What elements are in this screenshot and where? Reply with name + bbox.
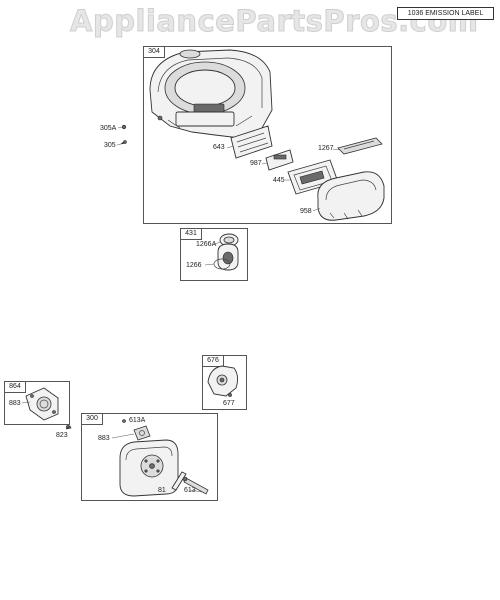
blower-housing-part[interactable] xyxy=(149,49,273,139)
plate-1267-part[interactable] xyxy=(337,137,383,155)
flange-864-part[interactable] xyxy=(25,387,59,421)
gasket-883-part[interactable] xyxy=(133,425,151,441)
group-number-300[interactable]: 300 xyxy=(82,414,103,425)
group-box-431: 431 xyxy=(180,228,248,281)
callout-643[interactable]: 643 xyxy=(213,144,225,151)
bolt-613-part[interactable] xyxy=(182,476,209,495)
bracket-81-part[interactable] xyxy=(171,471,187,491)
group-box-864: 864 xyxy=(4,381,70,425)
screw-613a-part[interactable] xyxy=(122,419,126,423)
callout-305a[interactable]: 305A xyxy=(100,125,117,132)
muffler-300-part[interactable] xyxy=(119,439,179,497)
guard-643-part[interactable] xyxy=(230,125,273,159)
emission-label-box[interactable]: 1036 EMISSION LABEL xyxy=(397,7,494,20)
group-number-676[interactable]: 676 xyxy=(203,356,224,367)
callout-883-b[interactable]: 883 xyxy=(98,435,110,442)
callout-823[interactable]: 823 xyxy=(56,432,68,439)
callout-613[interactable]: 613 xyxy=(184,487,196,494)
cover-676-part[interactable] xyxy=(207,365,239,397)
group-box-676: 676 xyxy=(202,355,247,410)
callout-613a[interactable]: 613A xyxy=(129,417,146,424)
group-number-431[interactable]: 431 xyxy=(181,229,202,240)
callout-1267[interactable]: 1267 xyxy=(318,145,334,152)
group-box-300: 300 xyxy=(81,413,218,501)
callout-883-a[interactable]: 883 xyxy=(9,400,21,407)
callout-1266a[interactable]: 1266A xyxy=(196,241,217,248)
cover-958-part[interactable] xyxy=(317,171,385,221)
group-number-864[interactable]: 864 xyxy=(5,382,26,393)
callout-81[interactable]: 81 xyxy=(158,487,166,494)
ring-431-part[interactable] xyxy=(213,233,239,271)
screw-305-part[interactable] xyxy=(120,140,127,145)
screw-823-part[interactable] xyxy=(65,425,72,430)
callout-958[interactable]: 958 xyxy=(300,208,312,215)
callout-987[interactable]: 987 xyxy=(250,160,262,167)
callout-677[interactable]: 677 xyxy=(223,400,235,407)
bracket-987-part[interactable] xyxy=(265,149,294,171)
group-box-304: 304 xyxy=(143,46,392,224)
group-number-304[interactable]: 304 xyxy=(144,47,165,58)
callout-445[interactable]: 445 xyxy=(273,177,285,184)
callout-1266[interactable]: 1266 xyxy=(186,262,202,269)
callout-305[interactable]: 305 xyxy=(104,142,116,149)
